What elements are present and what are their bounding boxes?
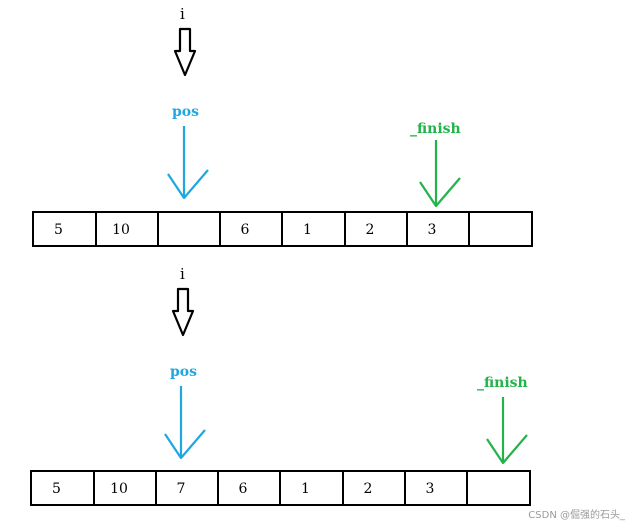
top-cell-3 — [219, 211, 283, 247]
bottom-pos-arrow — [164, 386, 206, 460]
bottom-cell-3 — [217, 470, 281, 506]
top-i-arrow — [173, 27, 197, 77]
top-cell-value-3: 6 — [241, 222, 250, 238]
top-pos-label: pos — [172, 104, 200, 120]
bottom-cell-4 — [279, 470, 344, 506]
bottom-cell-1 — [93, 470, 157, 506]
bottom-cell-5 — [342, 470, 406, 506]
top-finish-arrow-head — [419, 177, 461, 208]
top-cell-4 — [281, 211, 346, 247]
top-i-label: i — [180, 5, 185, 23]
bottom-cell-value-6: 3 — [426, 481, 435, 497]
bottom-finish-label: _finish — [477, 375, 528, 391]
bottom-cell-0 — [30, 470, 95, 506]
bottom-cell-value-4: 1 — [301, 481, 310, 497]
bottom-i-arrow — [171, 287, 195, 337]
top-pos-arrow — [167, 126, 209, 200]
watermark: CSDN @倔强的石头_ — [528, 510, 625, 521]
top-finish-arrow — [419, 140, 461, 208]
top-cell-value-5: 2 — [366, 222, 375, 238]
bottom-finish-arrow-head — [486, 434, 528, 465]
bottom-pos-arrow-head — [164, 429, 206, 460]
bottom-cell-value-1: 10 — [110, 481, 128, 497]
top-cell-value-6: 3 — [428, 222, 437, 238]
bottom-pos-label: pos — [170, 364, 198, 380]
bottom-cell-value-0: 5 — [52, 481, 61, 497]
bottom-i-label: i — [180, 265, 185, 283]
top-cell-value-0: 5 — [54, 222, 63, 238]
top-cell-5 — [344, 211, 408, 247]
bottom-cell-7 — [466, 470, 531, 506]
top-finish-label: _finish — [410, 121, 461, 137]
bottom-cell-value-5: 2 — [364, 481, 373, 497]
bottom-cell-value-2: 7 — [177, 481, 186, 497]
bottom-cell-2 — [155, 470, 219, 506]
top-cell-2 — [157, 211, 221, 247]
top-cell-0 — [32, 211, 97, 247]
top-cell-7 — [468, 211, 533, 247]
top-pos-arrow-head — [167, 169, 209, 200]
top-cell-value-4: 1 — [303, 222, 312, 238]
bottom-cell-6 — [404, 470, 468, 506]
bottom-cell-value-3: 6 — [239, 481, 248, 497]
bottom-finish-arrow — [486, 397, 528, 465]
top-cell-value-1: 10 — [112, 222, 130, 238]
top-cell-6 — [406, 211, 470, 247]
